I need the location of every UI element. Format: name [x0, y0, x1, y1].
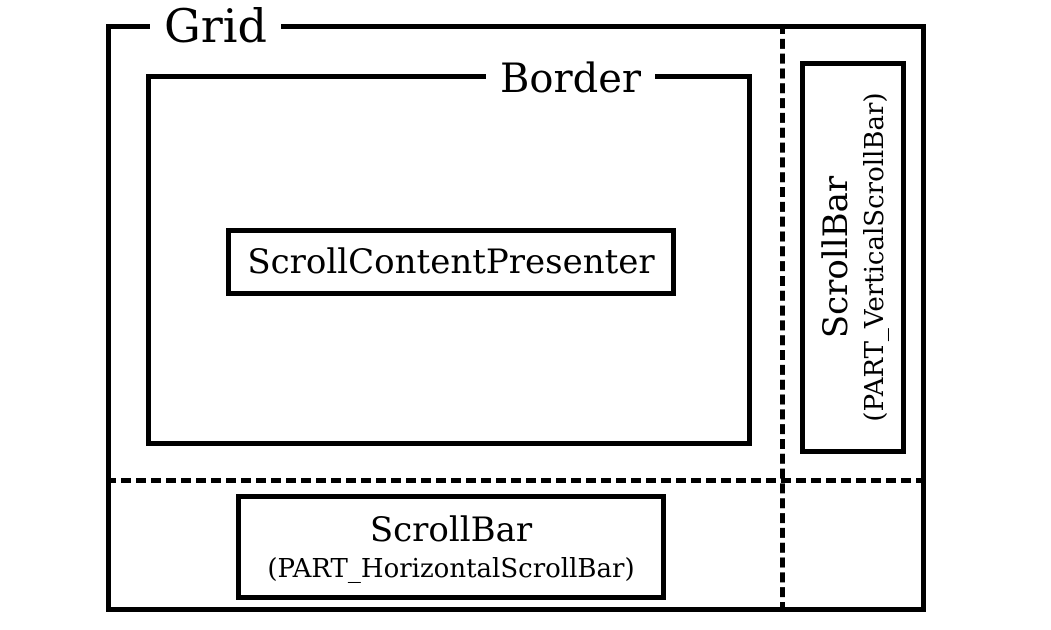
vertical-scrollbar-text: ScrollBar (PART_VerticalScrollBar)	[803, 67, 903, 447]
horizontal-scrollbar-part-name: (PART_HorizontalScrollBar)	[267, 554, 635, 584]
vertical-scrollbar-title: ScrollBar	[816, 175, 856, 339]
border-container	[146, 74, 752, 446]
grid-container	[106, 24, 926, 612]
horizontal-scrollbar: ScrollBar (PART_HorizontalScrollBar)	[236, 494, 666, 600]
grid-column-divider	[780, 24, 785, 612]
horizontal-scrollbar-title: ScrollBar	[369, 510, 533, 550]
scroll-content-presenter-label: ScrollContentPresenter	[247, 242, 655, 282]
vertical-scrollbar-part-name: (PART_VerticalScrollBar)	[860, 92, 890, 422]
scroll-content-presenter: ScrollContentPresenter	[226, 228, 676, 296]
grid-row-divider	[106, 478, 926, 483]
border-label: Border	[486, 54, 655, 104]
vertical-scrollbar	[800, 61, 906, 454]
grid-label: Grid	[150, 0, 281, 54]
